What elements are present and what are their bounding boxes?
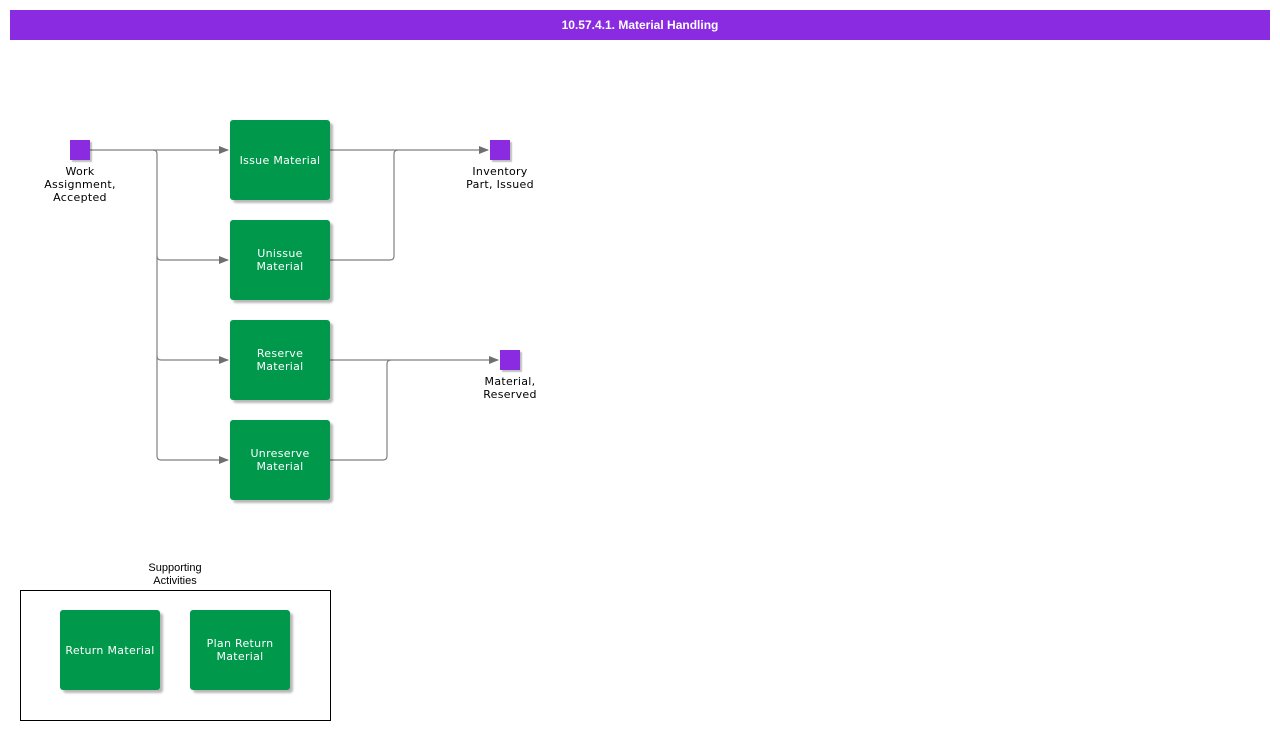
activity-reserve-material[interactable]: Reserve Material bbox=[230, 320, 330, 400]
event-label-line: Assignment, bbox=[44, 178, 116, 191]
activity-unreserve-material[interactable]: Unreserve Material bbox=[230, 420, 330, 500]
event-label-inventory-part-issued: Inventory Part, Issued bbox=[450, 165, 550, 191]
activity-plan-return-material[interactable]: Plan Return Material bbox=[190, 610, 290, 690]
supporting-activities-label: Supporting Activities bbox=[125, 562, 225, 588]
event-label-line: Part, Issued bbox=[466, 178, 534, 191]
activity-label-line: Material bbox=[216, 650, 264, 663]
connector-unreserve-to-reserved bbox=[330, 359, 392, 461]
event-label-line: Reserved bbox=[483, 388, 537, 401]
activity-unissue-material[interactable]: Unissue Material bbox=[230, 220, 330, 300]
event-material-reserved[interactable] bbox=[500, 350, 520, 370]
event-label-work-assignment-accepted: Work Assignment, Accepted bbox=[30, 165, 130, 204]
event-label-line: Inventory bbox=[472, 165, 528, 178]
activity-label-line: Material bbox=[256, 460, 304, 473]
group-label-line: Supporting bbox=[148, 562, 202, 574]
activity-label: Reserve Material bbox=[256, 347, 304, 373]
event-inventory-part-issued[interactable] bbox=[490, 140, 510, 160]
connector-unissue-to-inventory bbox=[330, 149, 399, 261]
group-label-line: Activities bbox=[153, 575, 197, 587]
activity-label: Issue Material bbox=[239, 153, 321, 167]
event-label-line: Work bbox=[65, 165, 95, 178]
connector-work-to-reserve bbox=[156, 256, 229, 364]
activity-label-line: Unreserve bbox=[250, 447, 310, 460]
activity-label: Return Material bbox=[65, 643, 155, 657]
connector-work-to-unissue bbox=[152, 149, 229, 264]
activity-label-line: Plan Return bbox=[206, 637, 274, 650]
event-work-assignment-accepted[interactable] bbox=[70, 140, 90, 160]
activity-label: Unissue Material bbox=[256, 247, 304, 273]
event-label-material-reserved: Material, Reserved bbox=[460, 375, 560, 401]
activity-label: Plan Return Material bbox=[207, 637, 274, 663]
diagram-title: 10.57.4.1. Material Handling bbox=[10, 10, 1270, 40]
activity-label: Unreserve Material bbox=[250, 447, 309, 473]
activity-return-material[interactable]: Return Material bbox=[60, 610, 160, 690]
activity-issue-material[interactable]: Issue Material bbox=[230, 120, 330, 200]
connector-work-to-unreserve bbox=[156, 356, 229, 464]
event-label-line: Accepted bbox=[53, 191, 107, 204]
event-label-line: Material, bbox=[484, 375, 536, 388]
